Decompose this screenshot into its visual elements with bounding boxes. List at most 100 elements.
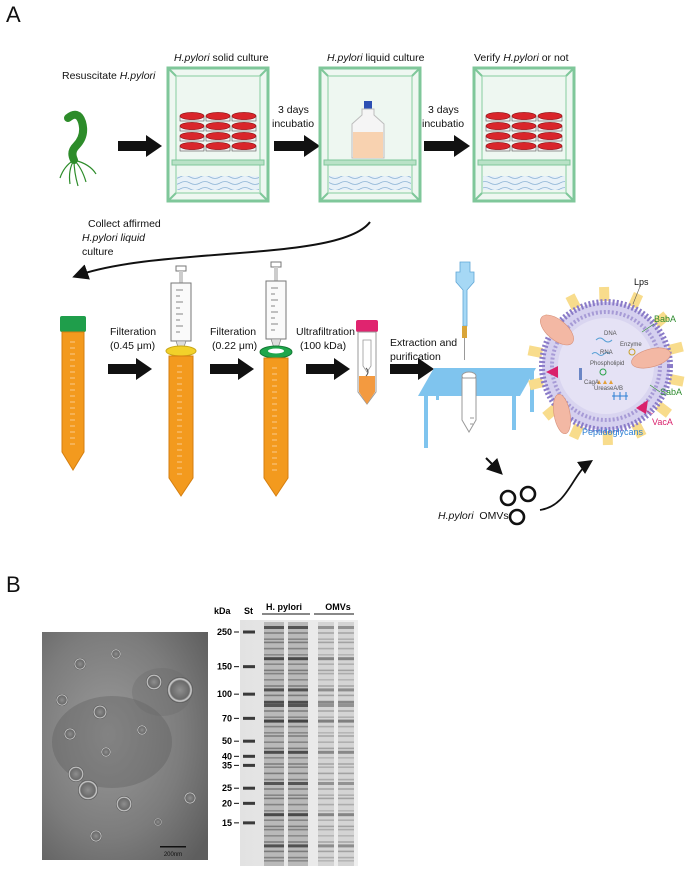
- protein-band: [318, 803, 334, 806]
- protein-band: [264, 710, 284, 712]
- protein-band: [338, 766, 354, 768]
- vesicle: [74, 658, 86, 670]
- protein-band: [318, 704, 334, 707]
- protein-band: [338, 694, 354, 697]
- protein-band: [338, 647, 354, 650]
- plate-top: [179, 132, 205, 140]
- protein-band: [318, 663, 334, 665]
- protein-band: [288, 719, 308, 723]
- protein-band: [264, 835, 284, 837]
- protein-band: [288, 725, 308, 728]
- vesicle: [64, 728, 76, 740]
- omvs-label: H.pylori OMVs: [438, 510, 509, 522]
- protein-band: [264, 766, 284, 768]
- protein-band: [338, 685, 354, 687]
- protein-band: [338, 657, 354, 661]
- plate-top: [205, 112, 231, 120]
- arrow-top-1: [118, 135, 162, 157]
- gel-marker-label: 20: [222, 798, 232, 808]
- vesicle: [116, 796, 132, 812]
- protein-band: [318, 850, 334, 853]
- protein-band: [338, 813, 354, 817]
- pipette-icon: [455, 261, 475, 360]
- scale-bar-label: 200nm: [164, 852, 182, 858]
- protein-band: [264, 719, 284, 723]
- plate-top: [511, 132, 537, 140]
- protein-band: [264, 844, 284, 848]
- protein-band: [288, 856, 308, 859]
- arrow-row2-3: [306, 358, 350, 380]
- filter-1-line2: (0.45 μm): [110, 340, 156, 352]
- protein-band: [318, 735, 334, 737]
- arrow-row2-4: [390, 358, 434, 380]
- plate-top: [205, 132, 231, 140]
- omv-dna-label: DNA: [604, 331, 617, 337]
- protein-band: [288, 747, 308, 750]
- protein-band: [288, 694, 308, 697]
- protein-band: [264, 810, 284, 812]
- lps-block: [599, 286, 610, 302]
- protein-band: [338, 741, 354, 743]
- omv-baba-label: BabA: [654, 314, 677, 324]
- sds-page-gel: kDa St H. pylori OMVs 250150100705040352…: [214, 602, 358, 866]
- syringe-filter-045-icon: [165, 265, 197, 497]
- protein-band: [264, 679, 284, 681]
- protein-band: [318, 647, 334, 650]
- gel-marker-label: 70: [222, 713, 232, 723]
- protein-band: [338, 856, 354, 859]
- protein-band: [264, 735, 284, 737]
- solid-culture-label: H.pylori solid culture: [174, 52, 269, 64]
- plate-top: [485, 142, 511, 150]
- protein-band: [318, 835, 334, 837]
- plate-top: [537, 122, 563, 130]
- centrifuge-tube-icon: [461, 371, 477, 433]
- arrow-row2-1: [108, 358, 152, 380]
- protein-band: [318, 825, 334, 828]
- protein-band: [264, 794, 284, 796]
- protein-band: [288, 638, 308, 640]
- protein-band: [264, 747, 284, 750]
- protein-band: [318, 716, 334, 718]
- collect-line3: culture: [82, 246, 114, 258]
- protein-band: [288, 772, 308, 775]
- protein-band: [338, 638, 354, 640]
- gel-st-header: St: [244, 606, 253, 616]
- protein-band: [264, 685, 284, 687]
- protein-band: [318, 719, 334, 723]
- protein-band: [288, 819, 308, 821]
- plate-top: [485, 132, 511, 140]
- omv-saba-label: SabA: [660, 387, 683, 397]
- protein-band: [318, 694, 334, 697]
- filter-1-line1: Filteration: [110, 326, 157, 338]
- protein-band: [288, 735, 308, 737]
- protein-band: [264, 778, 284, 781]
- protein-band: [264, 741, 284, 743]
- vesicle: [137, 725, 147, 735]
- protein-band: [318, 672, 334, 675]
- protein-band: [338, 810, 354, 812]
- protein-band: [264, 797, 284, 800]
- gel-lane: [288, 622, 308, 866]
- protein-band: [338, 778, 354, 781]
- protein-band: [288, 626, 308, 629]
- omv-rna-label: RNA: [600, 350, 613, 356]
- ladder-band: [243, 716, 255, 720]
- collect-line2: H.pylori liquid: [82, 232, 146, 244]
- incubation-1-line1: 3 days: [278, 104, 309, 116]
- plate-top: [205, 122, 231, 130]
- lps-block: [631, 421, 647, 439]
- plate-top: [231, 112, 257, 120]
- protein-band: [318, 841, 334, 843]
- gel-omvs-header: OMVs: [325, 602, 351, 612]
- gel-lane: [338, 622, 354, 866]
- plate-top: [179, 142, 205, 150]
- gel-marker-label: 35: [222, 760, 232, 770]
- protein-band: [264, 716, 284, 718]
- protein-band: [318, 641, 334, 644]
- vesicle: [78, 780, 98, 800]
- culture-plates-verify: [485, 112, 563, 152]
- protein-band: [264, 841, 284, 843]
- protein-band: [318, 810, 334, 812]
- ladder-band: [243, 665, 255, 669]
